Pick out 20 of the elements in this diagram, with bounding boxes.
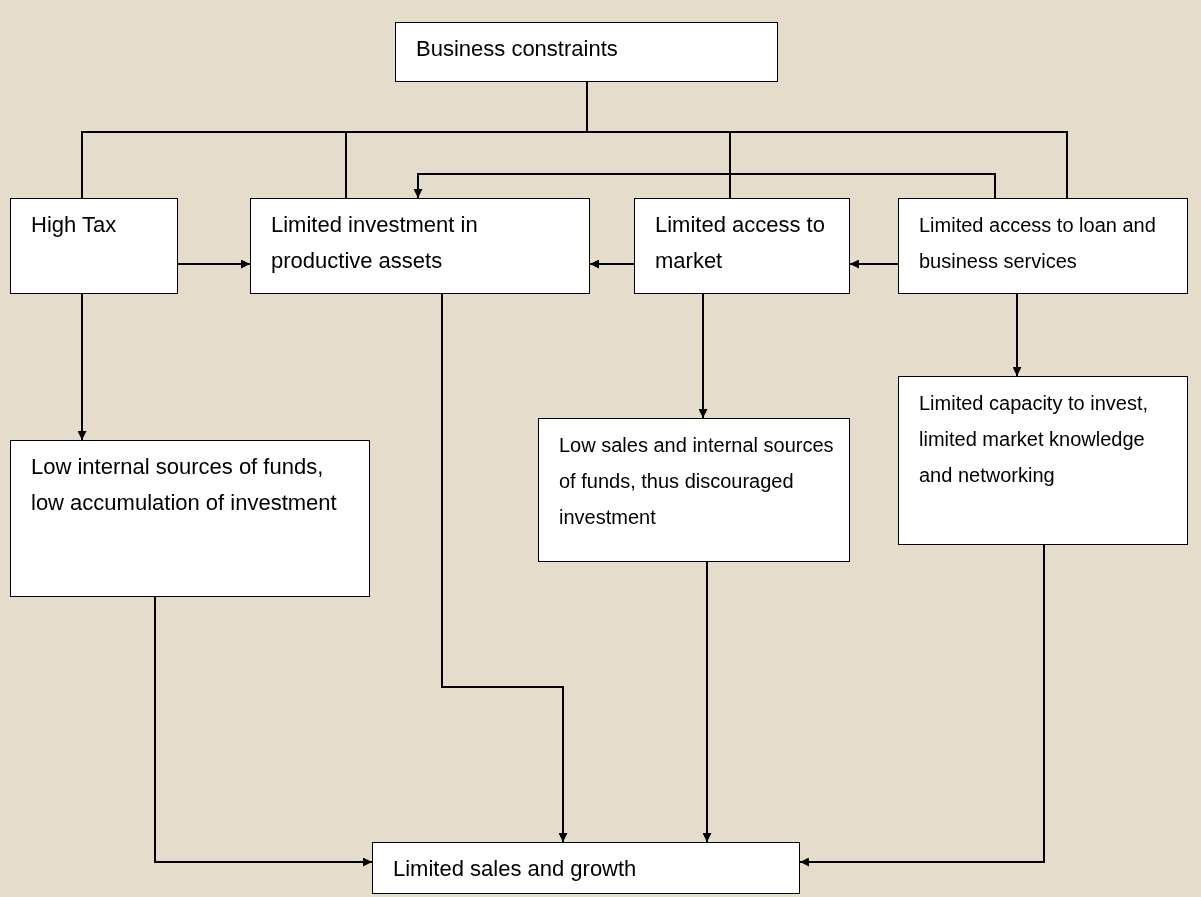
process-box: Limited access to market <box>634 198 850 294</box>
process-box: Limited sales and growth <box>372 842 800 894</box>
arrow <box>698 293 708 419</box>
arrow <box>702 561 712 843</box>
process-box: Business constraints <box>395 22 778 82</box>
arrow <box>589 259 635 269</box>
process-box: Limited access to loan and business services <box>898 198 1188 294</box>
process-box: Limited capacity to invest, limited market knowledge and networking <box>898 376 1188 545</box>
arrow <box>154 596 373 867</box>
arrow <box>1012 293 1022 377</box>
arrow <box>849 259 899 269</box>
arrow <box>413 173 996 199</box>
process-box: High Tax <box>10 198 178 294</box>
process-box: Low internal sources of funds, low accumulation of investment <box>10 440 370 597</box>
arrow <box>177 259 251 269</box>
arrow <box>441 293 568 843</box>
process-box: Limited investment in productive assets <box>250 198 590 294</box>
arrow <box>799 544 1045 867</box>
arrow <box>77 293 87 441</box>
process-box: Low sales and internal sources of funds, thus discouraged investment <box>538 418 850 562</box>
